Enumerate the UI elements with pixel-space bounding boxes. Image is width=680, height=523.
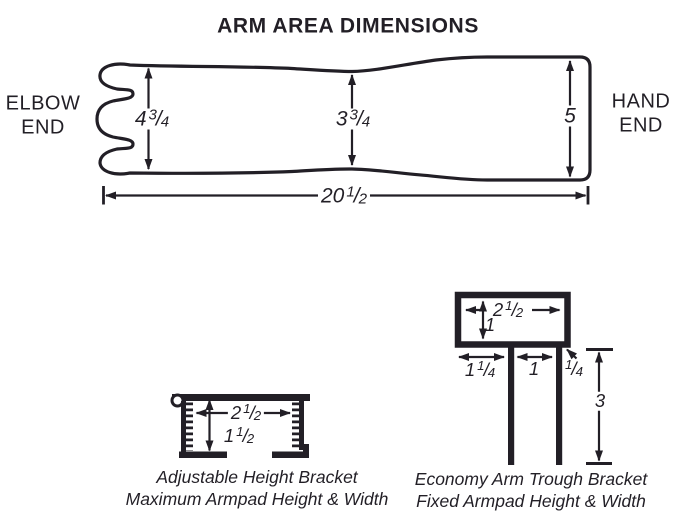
hand-end-label: HAND END <box>611 90 671 136</box>
economy-bracket-caption: Economy Arm Trough Bracket Fixed Armpad … <box>414 469 648 511</box>
adjustable-bracket-shape <box>170 393 310 458</box>
eco-dim-trough-depth: 1 <box>484 313 496 335</box>
economy-bracket-shape <box>454 291 571 465</box>
eco-dim-channel-width: 1 <box>528 357 540 379</box>
dim-hand-height: 5 <box>561 105 579 127</box>
eco-dim-wall-thickness: 1/4 <box>565 357 583 379</box>
page-title: ARM AREA DIMENSIONS <box>217 14 479 38</box>
elbow-end-label: ELBOW END <box>5 92 81 138</box>
adjustable-bracket-caption: Adjustable Height Bracket Maximum Armpad… <box>125 467 389 509</box>
eco-dim-drop-height: 3 <box>591 391 609 411</box>
eco-wall-thickness-pointer <box>566 348 578 360</box>
